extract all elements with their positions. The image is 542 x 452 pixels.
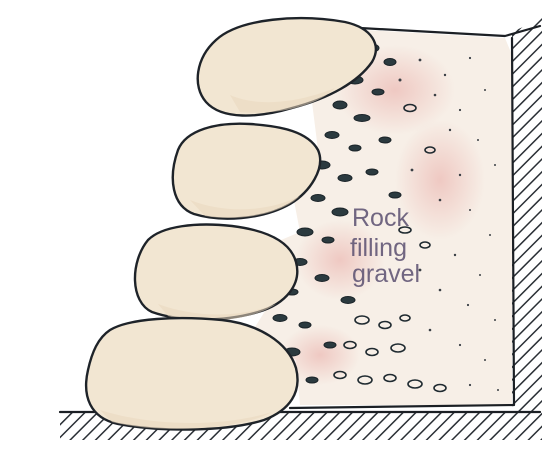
soil-right-hatch — [512, 18, 542, 432]
label-line-3: gravel — [352, 260, 420, 288]
label-line-2: filling — [350, 234, 407, 262]
boulder-bottom — [86, 318, 297, 429]
boulder-third — [135, 225, 297, 321]
label-line-1: Rock — [352, 204, 409, 232]
